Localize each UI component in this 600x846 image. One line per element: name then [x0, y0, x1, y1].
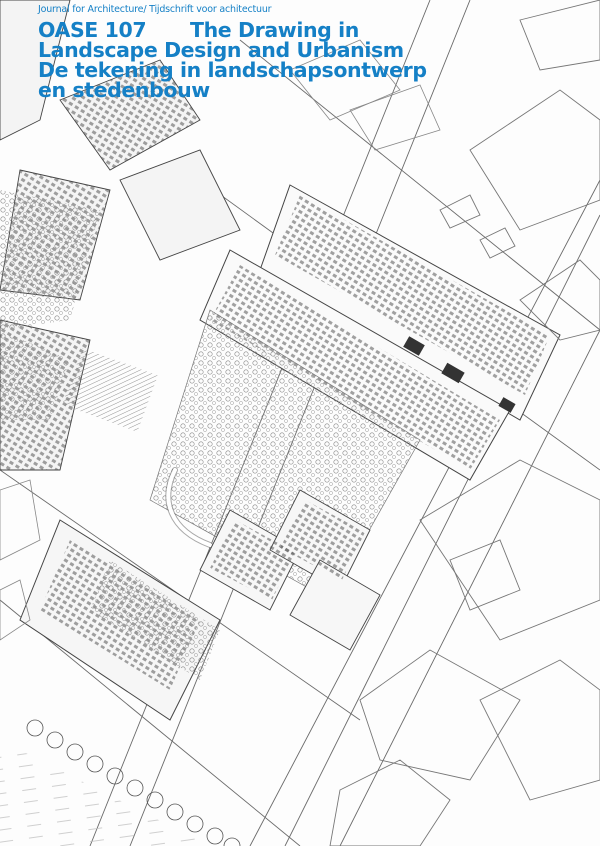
- journal-subtitle: Journal for Architecture/ Tijdschrift vo…: [38, 4, 272, 15]
- cover-header: Journal for Architecture/ Tijdschrift vo…: [38, 3, 427, 100]
- title-line-4: en stedenbouw: [38, 78, 210, 102]
- title-text-1: The Drawing in: [190, 18, 359, 42]
- title-line-3: De tekening in landschapsontwerp: [38, 58, 427, 82]
- title-line-2: Landscape Design and Urbanism: [38, 38, 404, 62]
- cover-title: OASE 107 The Drawing in Landscape Design …: [38, 18, 427, 102]
- issue-number: OASE 107: [38, 18, 147, 42]
- title-line-1: OASE 107 The Drawing in: [38, 18, 427, 42]
